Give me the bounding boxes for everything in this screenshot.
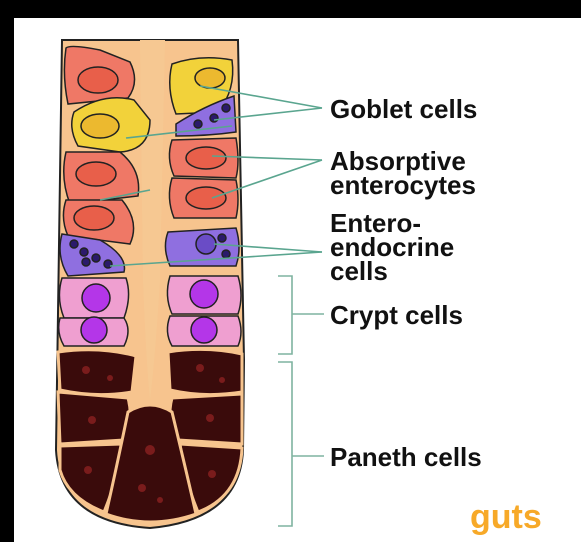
granule <box>92 254 100 262</box>
crypt-nucleus <box>82 284 110 312</box>
granule <box>70 240 78 248</box>
granule <box>82 258 90 266</box>
nucleus <box>186 187 226 209</box>
nucleus <box>76 162 116 186</box>
nucleus <box>78 67 118 93</box>
granule <box>210 114 218 122</box>
label-paneth-cells: Paneth cells <box>330 442 482 472</box>
paneth-cell <box>168 349 242 394</box>
nucleus <box>74 206 114 230</box>
granule <box>80 248 88 256</box>
right-cells <box>165 58 241 346</box>
granule <box>218 234 226 242</box>
crypt-nucleus <box>190 280 218 308</box>
granule <box>104 260 112 268</box>
granule <box>222 250 230 258</box>
granule <box>222 104 230 112</box>
label-crypt-cells: Crypt cells <box>330 300 463 330</box>
paneth-cell <box>170 394 242 444</box>
crypt-nucleus <box>81 317 107 343</box>
label-absorptive-line2: enterocytes <box>330 170 476 200</box>
crypt-nucleus <box>191 317 217 343</box>
brackets <box>278 276 324 526</box>
goblet-nucleus <box>195 68 225 88</box>
label-goblet-cells: Goblet cells <box>330 94 477 124</box>
nucleus <box>186 147 226 169</box>
crypt-bracket <box>278 276 324 354</box>
watermark-text: guts <box>470 498 542 536</box>
granule <box>194 120 202 128</box>
label-entero-line3: cells <box>330 256 388 286</box>
goblet-nucleus <box>81 114 119 138</box>
paneth-cell <box>58 350 136 395</box>
granule <box>196 234 216 254</box>
paneth-bracket <box>278 362 324 526</box>
